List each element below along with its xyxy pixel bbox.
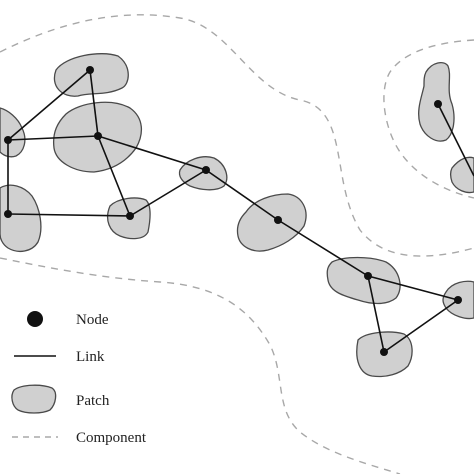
patch (0, 184, 42, 253)
link (367, 275, 385, 353)
link (97, 135, 207, 171)
link (383, 299, 459, 353)
link (89, 69, 99, 137)
patch (236, 193, 307, 252)
link (205, 169, 279, 221)
legend-item-patch: Patch (11, 384, 110, 414)
component-boundary-lower (0, 257, 401, 474)
node (94, 132, 102, 140)
legend-label-component: Component (76, 430, 147, 446)
patch (449, 156, 474, 194)
link (7, 213, 131, 217)
patch (326, 256, 401, 305)
patch (178, 156, 228, 191)
link (97, 135, 131, 217)
node (454, 296, 462, 304)
node (364, 272, 372, 280)
legend-label-node: Node (76, 312, 109, 328)
node-icon (27, 311, 43, 327)
patch (0, 107, 26, 158)
node (202, 166, 210, 174)
link (367, 275, 459, 301)
node (434, 100, 442, 108)
nodes (4, 66, 462, 356)
node (4, 136, 12, 144)
patch-icon (11, 384, 57, 414)
link (277, 219, 369, 277)
link (7, 69, 91, 141)
legend-item-component: Component (12, 430, 147, 446)
component-boundary-right (383, 39, 474, 199)
node (274, 216, 282, 224)
legend-item-node: Node (27, 311, 109, 328)
node (380, 348, 388, 356)
legend-label-link: Link (76, 349, 105, 365)
links (7, 69, 474, 353)
component-boundary-main (0, 14, 474, 257)
legend-label-patch: Patch (76, 393, 110, 409)
legend: Node Link Patch Component (11, 311, 147, 446)
node (126, 212, 134, 220)
legend-item-link: Link (14, 349, 105, 365)
node (86, 66, 94, 74)
node (4, 210, 12, 218)
link (129, 169, 207, 217)
link (437, 103, 474, 177)
link (7, 135, 99, 141)
